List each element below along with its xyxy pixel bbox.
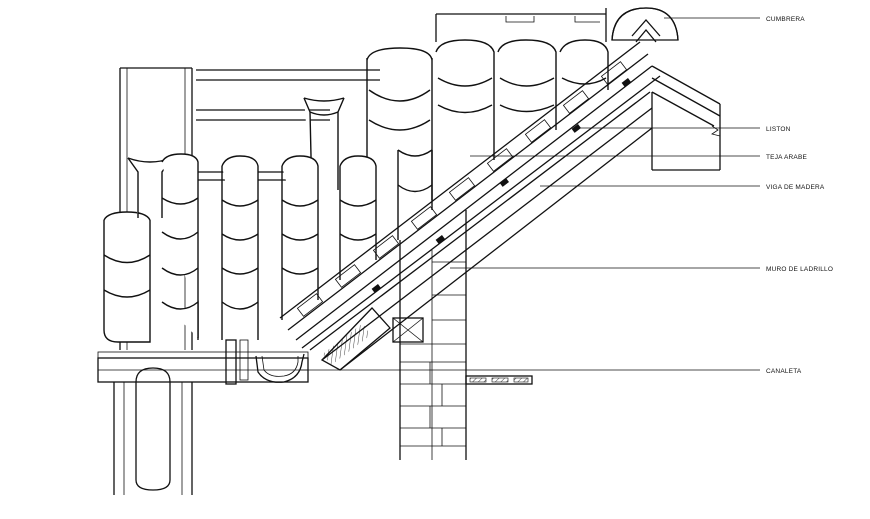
ridge-tile <box>611 7 679 43</box>
roof-right-slope <box>651 65 721 171</box>
tiles-front-row <box>103 149 433 343</box>
brick-wall <box>392 210 533 460</box>
eave-fascia <box>97 339 309 385</box>
tiles-back-row <box>303 39 609 201</box>
roof-slope <box>279 41 661 371</box>
label-teja-arabe: TEJA ARABE <box>766 154 807 161</box>
label-liston: LISTON <box>766 126 791 133</box>
label-canaleta: CANALETA <box>766 368 802 375</box>
leader-lines <box>300 17 760 371</box>
rear-top-wall <box>435 8 607 42</box>
label-cumbrera: CUMBRERA <box>766 16 805 23</box>
gutter <box>255 353 305 383</box>
label-muro-ladrillo: MURO DE LADRILLO <box>766 266 833 273</box>
label-viga-madera: VIGA DE MADERA <box>766 184 825 191</box>
